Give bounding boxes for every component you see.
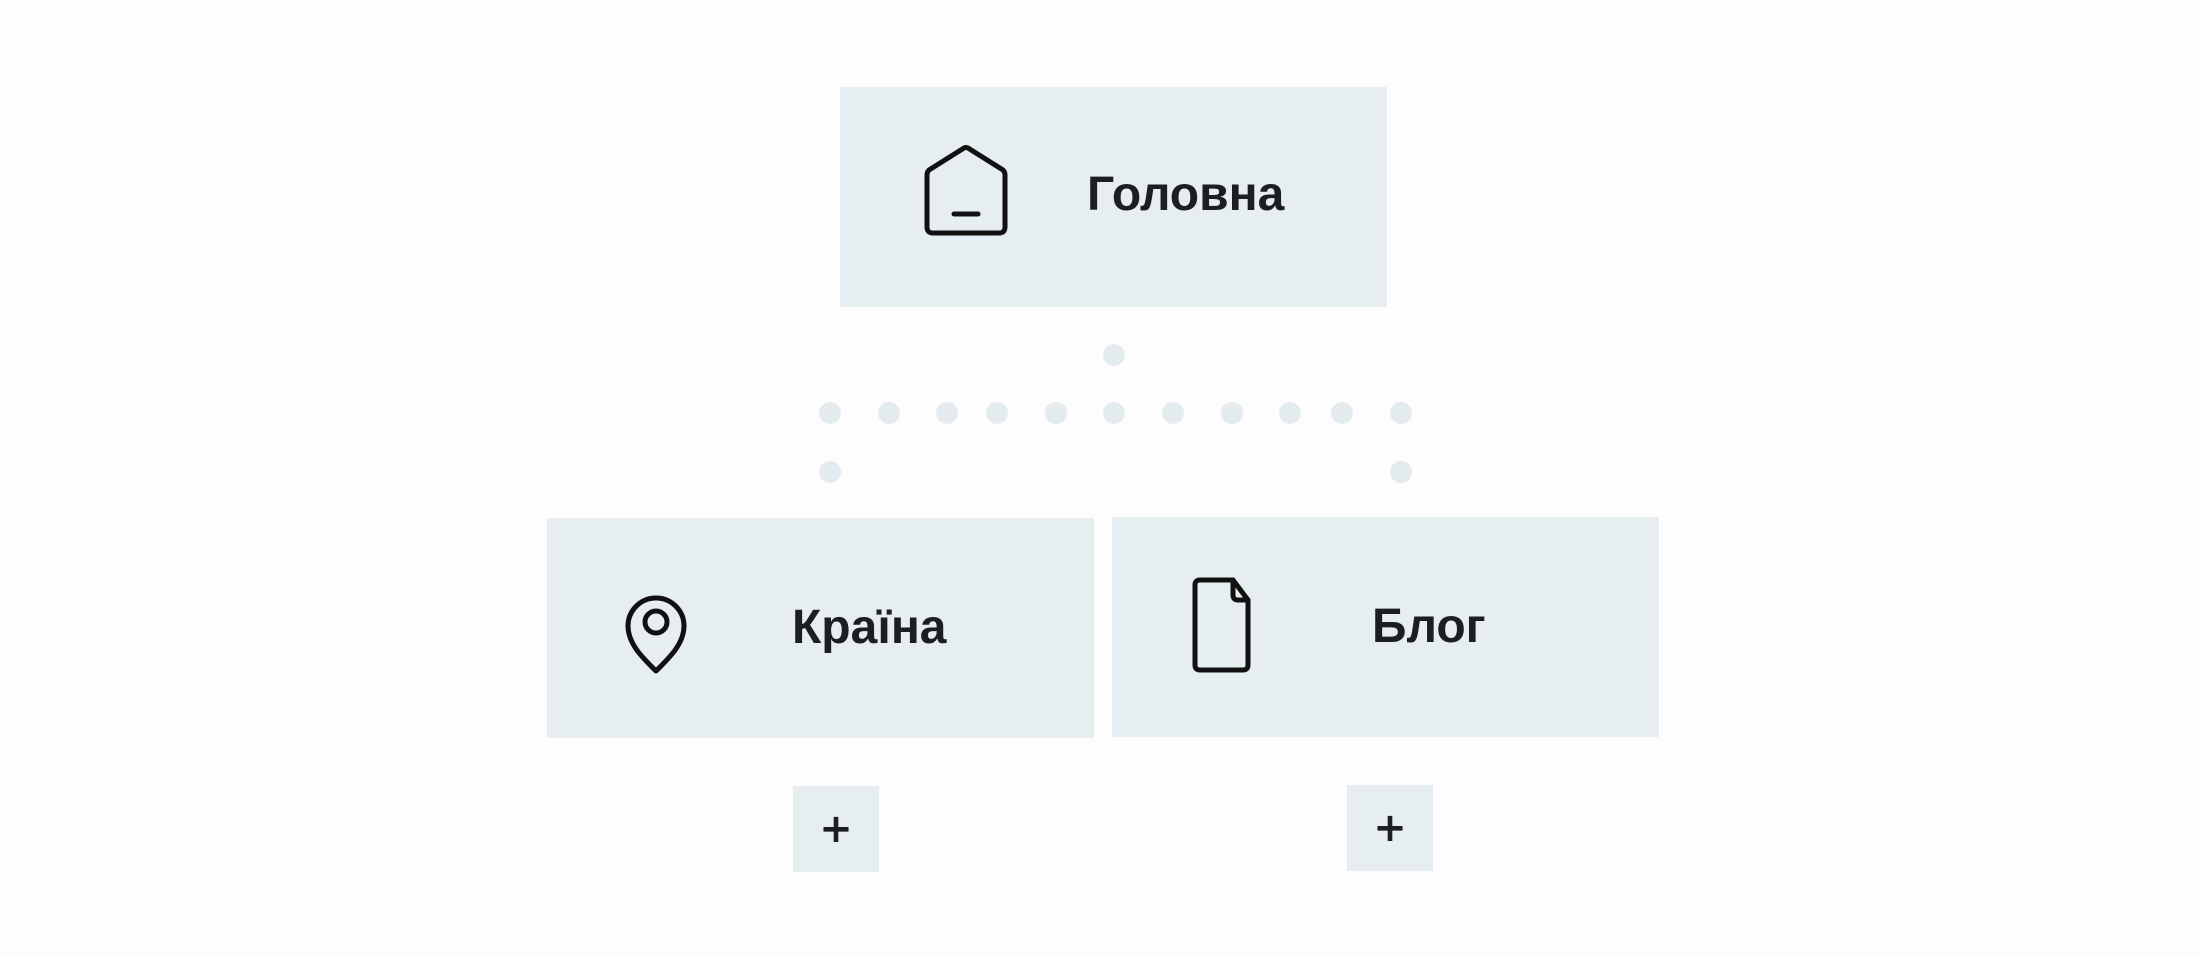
connector-dot: [986, 402, 1008, 424]
home-icon: [916, 145, 1016, 245]
connector-dot: [878, 402, 900, 424]
connector-dot: [819, 402, 841, 424]
map-pin-icon: [623, 576, 723, 676]
connector-dot: [1103, 402, 1125, 424]
add-child-button-country[interactable]: +: [793, 786, 879, 872]
connector-dot: [936, 402, 958, 424]
node-blog-label: Блог: [1372, 600, 1486, 653]
node-blog[interactable]: Блог: [1112, 517, 1659, 737]
connector-dot: [1045, 402, 1067, 424]
add-child-button-blog[interactable]: +: [1347, 785, 1433, 871]
connector-dot: [1279, 402, 1301, 424]
node-country-label: Країна: [792, 601, 947, 654]
connector-dot: [1103, 344, 1125, 366]
connector-dot: [1221, 402, 1243, 424]
node-home-label: Головна: [1087, 168, 1285, 221]
node-country[interactable]: Країна: [547, 518, 1094, 738]
connector-dot: [1390, 402, 1412, 424]
connector-dot: [1331, 402, 1353, 424]
connector-dot: [819, 461, 841, 483]
node-home[interactable]: Головна: [840, 87, 1387, 307]
file-icon: [1185, 575, 1285, 675]
connector-dot: [1162, 402, 1184, 424]
connector-dot: [1390, 461, 1412, 483]
